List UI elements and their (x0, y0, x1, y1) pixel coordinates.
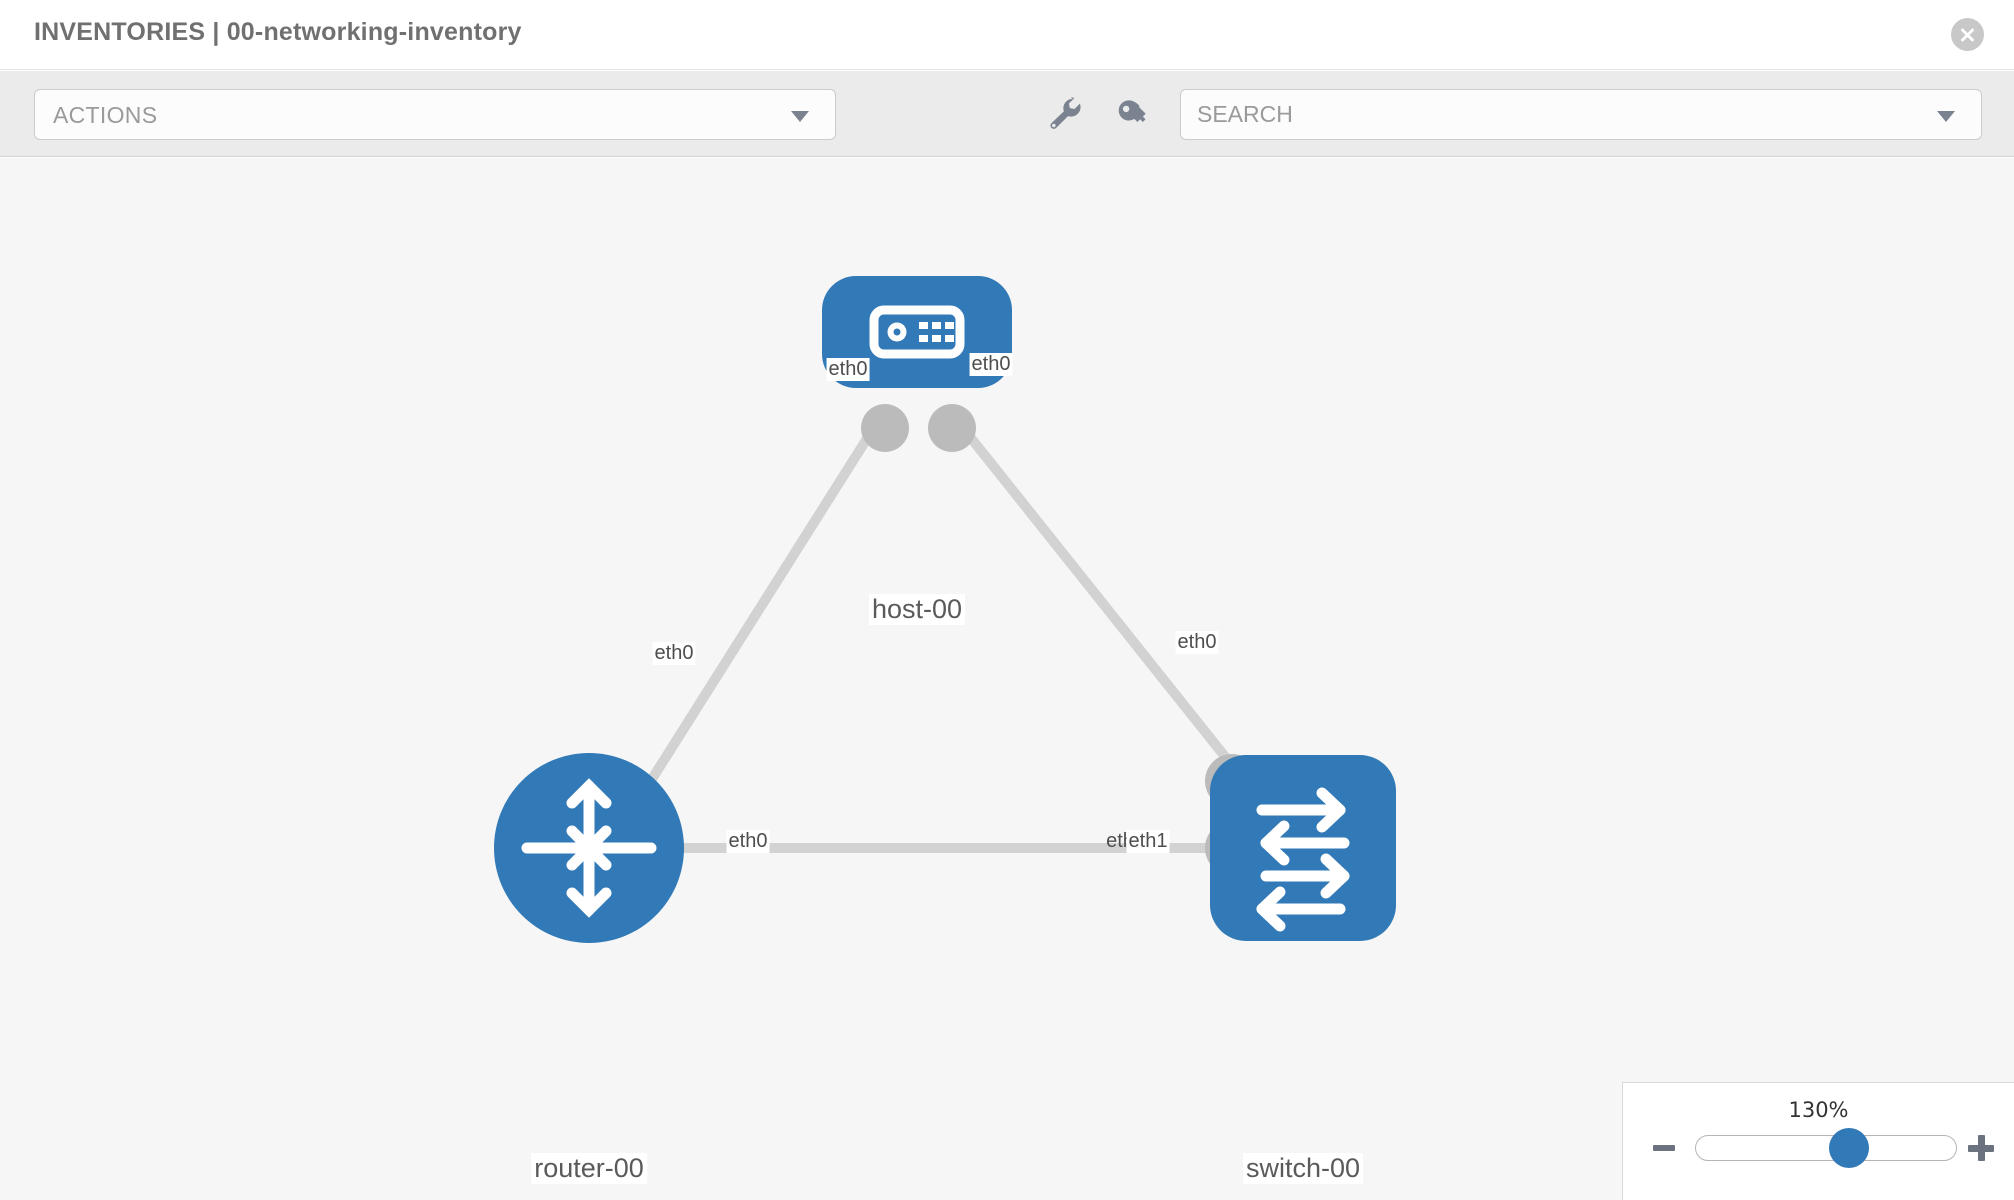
search-chevron-down-icon[interactable] (1937, 111, 1955, 122)
wrench-icon[interactable] (1042, 91, 1088, 137)
router-arrows-icon (521, 778, 657, 918)
iface-label: eth0 (826, 358, 870, 381)
iface-label: eth0 (1175, 631, 1219, 654)
edge-host-switch[interactable] (951, 414, 1254, 792)
minus-icon[interactable] (1647, 1131, 1681, 1165)
node-switch-00[interactable] (1210, 755, 1396, 941)
zoom-control-panel: 130% (1622, 1082, 2014, 1200)
edge-host-router[interactable] (635, 415, 885, 801)
switch-arrows-icon (1256, 787, 1350, 932)
close-x-glyph (1960, 28, 1975, 42)
server-icon (869, 305, 965, 359)
zoom-slider-thumb[interactable] (1829, 1128, 1870, 1168)
iface-label: eth1 (1126, 830, 1170, 853)
node-router-00[interactable] (494, 753, 684, 943)
topology-graph (494, 276, 1396, 943)
page-header: INVENTORIES | 00-networking-inventory (0, 0, 2014, 70)
iface-label: eth0 (969, 353, 1013, 376)
node-label-router: router-00 (531, 1153, 647, 1184)
toolbar: ACTIONS (0, 71, 2014, 157)
wrench-glyph (1050, 97, 1081, 129)
iface-label: eth0 (652, 642, 696, 665)
port-host-left[interactable] (861, 404, 909, 452)
close-icon[interactable] (1951, 18, 1984, 51)
zoom-percent-label: 130% (1788, 1098, 1849, 1122)
actions-dropdown[interactable]: ACTIONS (34, 89, 836, 140)
plus-icon[interactable] (1964, 1131, 1998, 1165)
page-title: INVENTORIES | 00-networking-inventory (34, 18, 522, 46)
search-input[interactable] (1197, 90, 1897, 139)
key-glyph (1118, 100, 1146, 123)
zoom-slider-track[interactable] (1695, 1128, 1957, 1168)
actions-dropdown-label: ACTIONS (53, 102, 158, 128)
topology-canvas[interactable]: eth0 eth0 eth0 eth0 eth0 eth eth1 host-0… (0, 158, 2014, 1200)
chevron-down-icon (791, 111, 809, 122)
node-label-host: host-00 (868, 594, 966, 625)
node-label-switch: switch-00 (1242, 1153, 1364, 1184)
iface-label: eth0 (726, 830, 770, 853)
key-icon[interactable] (1110, 91, 1156, 137)
search-field[interactable] (1180, 89, 1982, 140)
minus-bar (1653, 1145, 1675, 1151)
plus-bar-vertical (1977, 1135, 1985, 1161)
node-host-00[interactable] (822, 276, 1012, 388)
graph-ports (636, 404, 1259, 875)
graph-edges (635, 414, 1254, 853)
port-host-right[interactable] (928, 404, 976, 452)
